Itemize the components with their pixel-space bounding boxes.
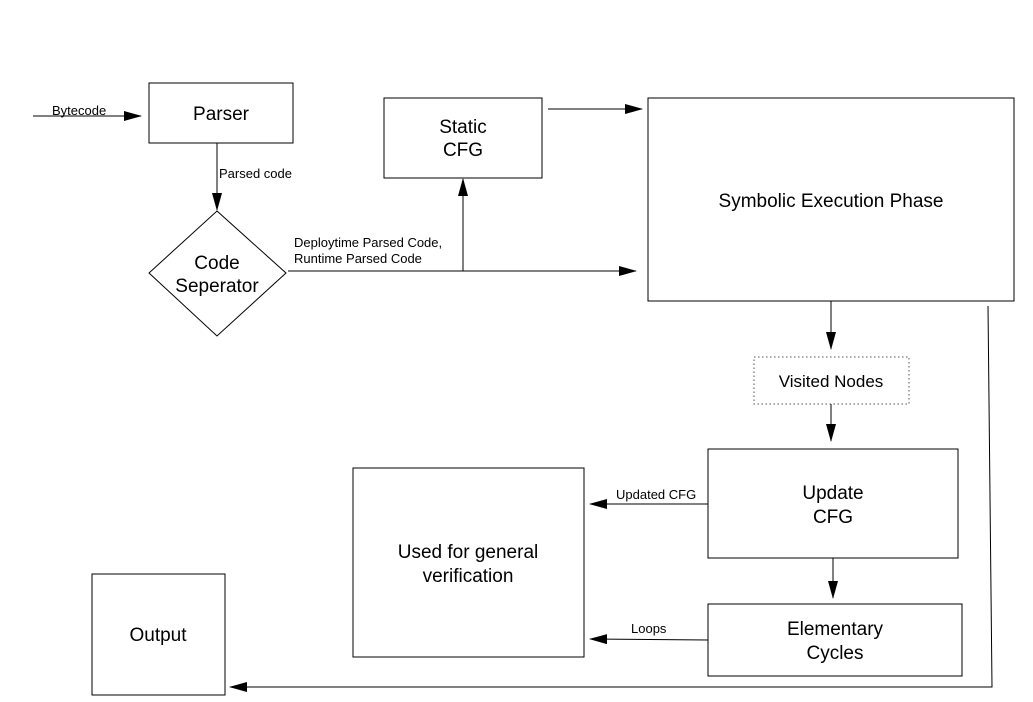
update-cfg-label-line2: CFG bbox=[813, 507, 853, 528]
symbolic-execution-node: Symbolic Execution Phase bbox=[647, 97, 1015, 302]
visited-nodes-node: Visited Nodes bbox=[753, 356, 910, 405]
updated-cfg-label: Updated CFG bbox=[616, 487, 696, 502]
bytecode-label: Bytecode bbox=[52, 103, 106, 118]
elementary-cycles-node: Elementary Cycles bbox=[707, 603, 963, 677]
loops-arrow bbox=[589, 634, 709, 645]
visited-nodes-label: Visited Nodes bbox=[779, 372, 884, 391]
symbolic-execution-label: Symbolic Execution Phase bbox=[719, 191, 944, 212]
update-cfg-label-line1: Update bbox=[802, 483, 863, 504]
general-verification-label-line1: Used for general bbox=[398, 542, 538, 563]
deploy-runtime-label-line1: Deploytime Parsed Code, bbox=[294, 235, 442, 250]
elementary-cycles-label-line2: Cycles bbox=[806, 643, 863, 664]
general-verification-node: Used for general verification bbox=[352, 467, 585, 658]
output-node: Output bbox=[91, 573, 226, 696]
code-separator-label-line1: Code bbox=[194, 253, 239, 274]
code-separator-node: Code Seperator bbox=[148, 210, 287, 337]
code-separator-label-line2: Seperator bbox=[175, 276, 259, 297]
general-verification-label-line2: verification bbox=[423, 566, 514, 587]
static-cfg-label-line2: CFG bbox=[443, 140, 483, 161]
parser-label: Parser bbox=[193, 104, 250, 125]
parsed-code-label: Parsed code bbox=[219, 166, 292, 181]
static-cfg-label-line1: Static bbox=[439, 117, 487, 138]
update-cfg-node: Update CFG bbox=[707, 448, 959, 559]
output-label: Output bbox=[129, 625, 187, 646]
deploy-runtime-label-line2: Runtime Parsed Code bbox=[294, 251, 422, 266]
symbolic-to-output-arrow bbox=[229, 305, 993, 692]
parser-node: Parser bbox=[148, 82, 294, 144]
loops-label: Loops bbox=[631, 621, 667, 636]
elementary-cycles-label-line1: Elementary bbox=[787, 619, 884, 640]
static-cfg-node: Static CFG bbox=[383, 97, 543, 179]
